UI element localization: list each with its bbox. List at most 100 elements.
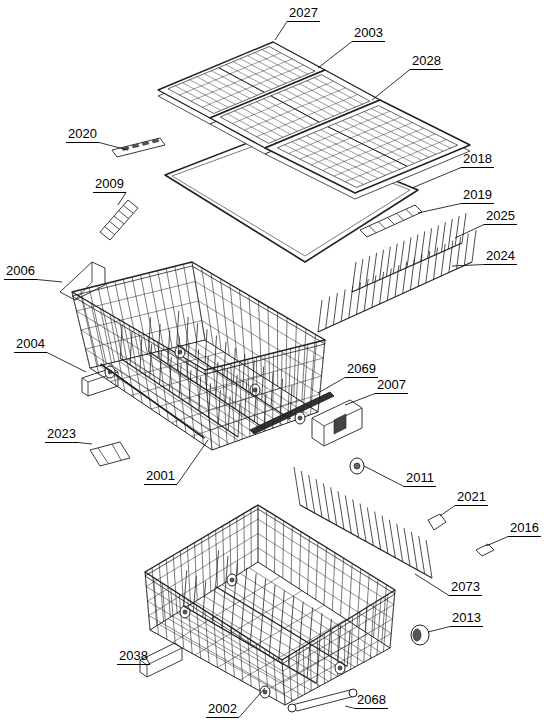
wire-stroke [130,331,132,365]
wire-stroke [301,471,307,509]
wire-stroke [240,59,286,84]
bar-end [349,689,357,697]
wire-stroke [342,121,421,161]
wire-stroke [160,351,162,385]
leader-line [99,143,128,151]
wire-stroke [177,311,179,345]
part-outline [60,262,105,300]
cutlery-tray [265,100,470,199]
wire-stroke [284,634,391,694]
wire-stroke [400,241,404,271]
wire-stroke [410,258,414,290]
rack-wheel [350,458,364,474]
wire-stroke [243,354,245,388]
wire-stroke [82,378,88,382]
wire-stroke [176,347,291,422]
wire-stroke [224,342,226,376]
wire-stroke [323,483,329,521]
wire-stroke [227,114,275,140]
part-outline [150,562,390,705]
leader-line [78,443,92,445]
callout-number: 2073 [449,579,482,596]
wire-stroke [300,602,303,638]
wire-stroke [101,364,205,438]
wire-stroke [403,262,407,294]
wire-stroke [219,68,265,93]
wire-stroke [238,403,240,437]
wire-stroke [341,290,345,322]
wire-stroke [404,528,410,566]
callout-number: 2016 [508,520,541,537]
wire-stroke [335,124,414,164]
callout-number: 2004 [14,336,47,353]
wire-stroke [179,364,181,398]
wire-stroke [393,244,397,274]
wire-stroke [338,491,344,529]
wire-stroke [278,93,326,119]
wheel-hub [338,666,342,670]
wire-stroke [309,475,315,513]
wire-stroke [397,213,404,220]
wire-stroke [114,216,124,224]
callout-number: 2020 [66,126,99,143]
wire-stroke [255,53,301,78]
wire-stroke [357,115,436,155]
wire-stroke [228,396,230,430]
wire-stroke [359,259,363,289]
wire-stroke [182,83,228,108]
wire-stroke [314,78,362,104]
wire-stroke [382,516,388,554]
wire-stroke [101,364,205,438]
wire-stroke [225,556,228,592]
callout-number: 2025 [484,208,517,225]
leader-line [452,265,484,267]
wire-stroke [364,279,368,311]
wire-stroke [292,87,340,113]
wire-stroke [312,418,324,426]
leader-line [486,537,508,547]
wire-stroke [253,573,256,609]
wire-stroke [292,142,371,182]
wire-stroke [462,213,466,243]
wire-stroke [419,536,425,574]
wire-stroke [216,586,348,666]
wheel-hub [413,629,421,641]
wire-stroke [321,130,400,170]
wire-stroke [307,642,310,678]
wire-stroke [406,209,413,216]
wire-stroke [249,105,297,131]
wire-stroke [92,262,93,282]
wire-stroke [472,230,476,262]
wire-stroke [196,323,198,357]
wire-stroke [457,237,461,269]
wire-stroke [120,358,238,437]
callout-number: 2027 [287,5,320,22]
wire-stroke [256,102,304,128]
wire-stroke [369,226,376,233]
wire-stroke [184,570,187,606]
wire-stroke [269,620,272,656]
wire-stroke [244,568,247,604]
wire-stroke [204,74,250,99]
wire-stroke [345,495,351,533]
wire-stroke [317,647,320,683]
wire-stroke [123,205,133,213]
wire-stroke [231,598,234,634]
wire-stroke [242,108,290,134]
wire-stroke [387,269,391,301]
wire-stroke [264,394,266,428]
wire-stroke [272,585,275,621]
wire-stroke [210,394,320,430]
wire-stroke [426,540,432,578]
wire-stroke [407,238,411,268]
leader-line [418,204,461,214]
lower-basket [145,505,395,705]
callout-number: 2009 [93,176,126,193]
wheel-hub [263,690,267,694]
leader-line [118,193,126,206]
part-outline [265,100,470,193]
wire-stroke [148,534,259,602]
wire-stroke [232,81,333,123]
